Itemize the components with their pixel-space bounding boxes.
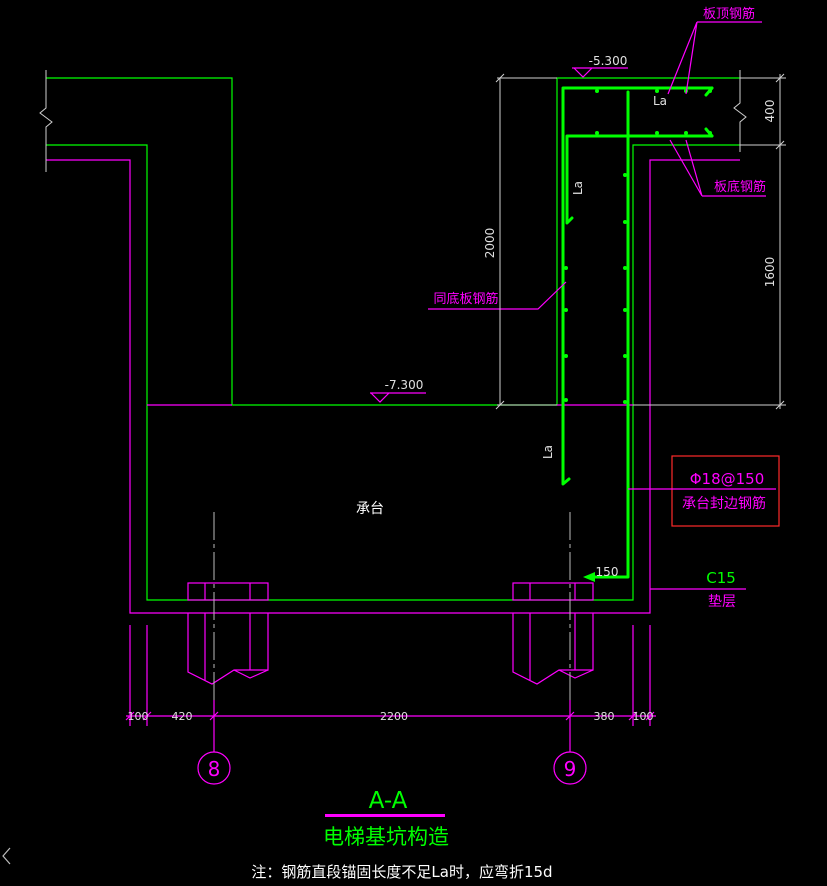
leader-line (669, 139, 766, 197)
rebar-dot (623, 173, 627, 177)
rebar-dot (708, 131, 712, 135)
callout-box (671, 455, 780, 527)
elevation-symbol (572, 67, 628, 78)
rebar-dot (623, 400, 627, 404)
axis-circle (197, 751, 231, 785)
rebar-dot (655, 131, 659, 135)
dimension-right-vertical: 400 1600 (633, 73, 786, 410)
elevation-top-value: -5.300 (589, 54, 628, 68)
dimension-bottom-3: 2200 (380, 710, 408, 723)
edge-rebar-line (590, 90, 630, 579)
dimension-left-height: 2000 (483, 228, 497, 259)
axis-bubble-9: 9 (553, 751, 587, 785)
leader-line (428, 281, 567, 310)
bend-arrow-icon (583, 572, 595, 582)
section-mark: A-A (369, 788, 408, 814)
elevation-marker-top: -5.300 (572, 54, 628, 78)
leader-slab-top-rebar: 板顶钢筋 (667, 6, 762, 95)
dimension-bottom: 100 420 2200 380 100 (125, 625, 656, 752)
elevation-bottom-value: -7.300 (385, 378, 424, 392)
label-edge-rebar-name: 承台封边钢筋 (682, 495, 766, 512)
dimension-line (495, 73, 557, 410)
wall-and-cap-outer-face (46, 144, 740, 601)
label-bend-length: 150 (596, 565, 619, 579)
pile-left (187, 582, 269, 685)
slab-top-rebar-line (561, 86, 714, 486)
pile-body-line (204, 613, 269, 680)
label-edge-rebar-spec: Φ18@150 (690, 470, 765, 488)
label-same-as-bottom-rebar: 同底板钢筋 (433, 291, 498, 307)
rebar-dot (564, 266, 568, 270)
pile-head (512, 582, 594, 601)
rebar-dot (564, 354, 568, 358)
callout-cushion: C15 垫层 (650, 569, 746, 610)
rebar-dot (708, 89, 712, 93)
rebar-dot (623, 308, 627, 312)
label-cushion-name: 垫层 (708, 594, 736, 610)
pile-right (512, 582, 594, 685)
callout-edge-rebar: Φ18@150 承台封边钢筋 (628, 455, 780, 527)
pile-body (512, 613, 594, 685)
rebar-dot (623, 266, 627, 270)
leader-line (667, 21, 762, 95)
label-cushion-grade: C15 (706, 569, 736, 587)
axis-label-9: 9 (564, 757, 577, 781)
pile-body (187, 613, 269, 685)
dimension-bottom-1: 100 (128, 710, 149, 723)
rebar-dot (595, 131, 599, 135)
rebar-dot (564, 308, 568, 312)
rebar-dot (595, 89, 599, 93)
break-line-right (733, 70, 747, 152)
rebar-dot (623, 354, 627, 358)
rebar-dot (623, 220, 627, 224)
label-anchorage-mid: La (571, 181, 585, 195)
label-pile-cap: 承台 (356, 501, 384, 517)
drawing-note: 注：钢筋直段锚固长度不足La时，应弯折15d (251, 863, 552, 881)
dimension-bottom-2: 420 (172, 710, 193, 723)
leader-slab-bottom-rebar: 板底钢筋 (669, 139, 766, 197)
rebar-dot (684, 131, 688, 135)
slab-top-and-pit-face (46, 77, 740, 406)
rebars (561, 86, 714, 582)
dimension-left-vertical: 2000 (483, 73, 557, 410)
cushion-outline (46, 159, 740, 614)
label-anchorage-top: La (653, 94, 667, 108)
elevation-marker-bottom: -7.300 (370, 378, 426, 403)
extension-lines (129, 625, 651, 752)
drawing-title: 电梯基坑构造 (323, 825, 449, 849)
dimension-right-lower: 1600 (763, 257, 777, 288)
chevron-left-icon[interactable] (2, 847, 11, 865)
dimension-bottom-5: 100 (633, 710, 654, 723)
pile-body-line (529, 613, 594, 680)
slab-bottom-rebar-line (565, 134, 714, 225)
axis-circle (553, 751, 587, 785)
rebar-dot (564, 398, 568, 402)
elevation-symbol (370, 392, 426, 403)
dimension-right-upper: 400 (763, 100, 777, 123)
leader-same-as-bottom-rebar: 同底板钢筋 (428, 281, 567, 310)
label-slab-bottom-rebar: 板底钢筋 (714, 179, 766, 195)
concrete-outline (39, 70, 747, 614)
axis-label-8: 8 (208, 757, 221, 781)
label-slab-top-rebar: 板顶钢筋 (703, 6, 755, 22)
dimension-ticks (125, 711, 655, 721)
dimension-line (633, 73, 786, 410)
dimension-bottom-4: 380 (594, 710, 615, 723)
rebar-dot (655, 89, 659, 93)
label-anchorage-low: La (541, 445, 555, 459)
axis-bubble-8: 8 (197, 751, 231, 785)
section-mark-underline (325, 814, 445, 817)
pile-head (187, 582, 269, 601)
break-line-left (39, 70, 53, 172)
